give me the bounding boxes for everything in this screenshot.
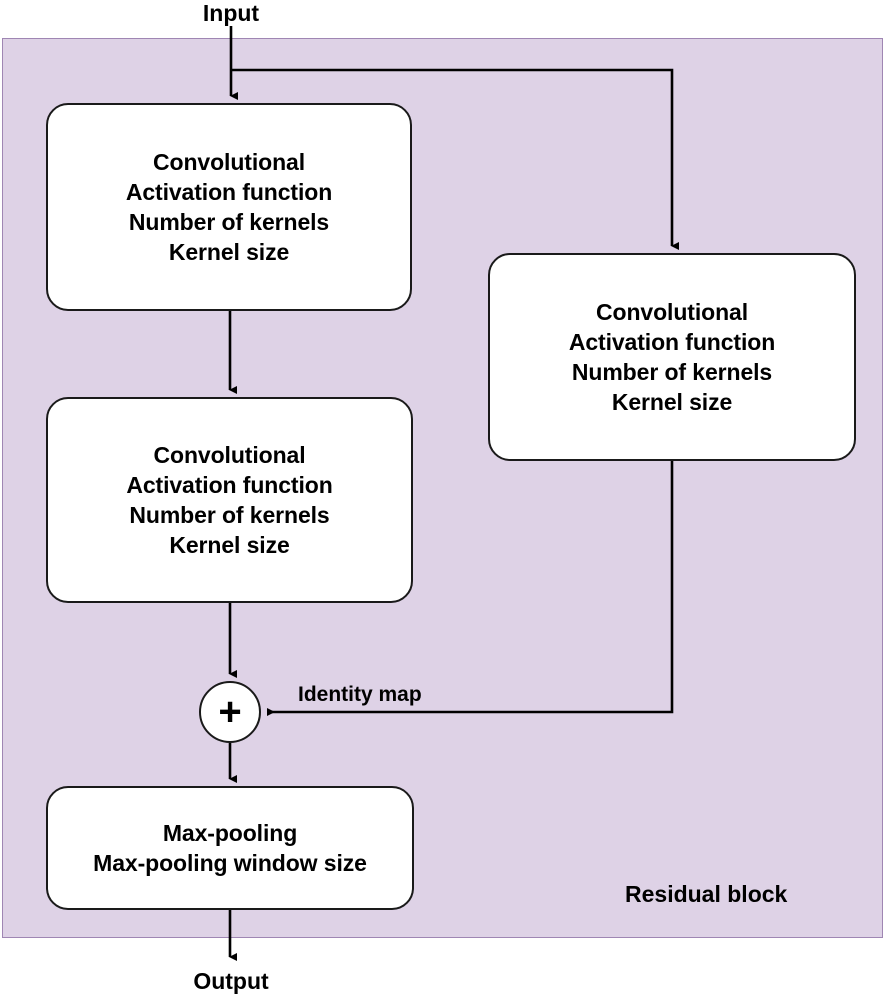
conv2-line-1: Convolutional: [153, 442, 306, 468]
node-conv-block-skip[interactable]: Convolutional Activation function Number…: [488, 253, 856, 461]
conv1-line-1: Convolutional: [152, 149, 306, 175]
conv-skip-line-3: Number of kernels: [571, 359, 773, 385]
conv2-line-3: Number of kernels: [129, 502, 330, 528]
output-label: Output: [193, 968, 269, 994]
node-conv-block-2[interactable]: Convolutional Activation function Number…: [46, 397, 413, 603]
conv2-line-4: Kernel size: [169, 532, 290, 558]
conv-skip-line-4: Kernel size: [611, 389, 733, 415]
maxpool-line-1: Max-pooling: [162, 820, 298, 846]
conv-skip-line-1: Convolutional: [595, 299, 749, 325]
conv-skip-line-2: Activation function: [568, 329, 776, 355]
conv2-line-2: Activation function: [126, 472, 333, 498]
input-label: Input: [202, 0, 260, 26]
identity-map-label: Identity map: [298, 683, 422, 706]
maxpool-line-2: Max-pooling window size: [93, 850, 367, 876]
residual-block-label: Residual block: [625, 881, 788, 907]
plus-icon: +: [218, 690, 242, 734]
node-conv-block-1[interactable]: Convolutional Activation function Number…: [46, 103, 412, 311]
node-maxpool-block[interactable]: Max-pooling Max-pooling window size: [46, 786, 414, 910]
conv1-line-2: Activation function: [125, 179, 333, 205]
conv1-line-3: Number of kernels: [128, 209, 330, 235]
conv1-line-4: Kernel size: [168, 239, 290, 265]
addition-node[interactable]: +: [199, 681, 261, 743]
